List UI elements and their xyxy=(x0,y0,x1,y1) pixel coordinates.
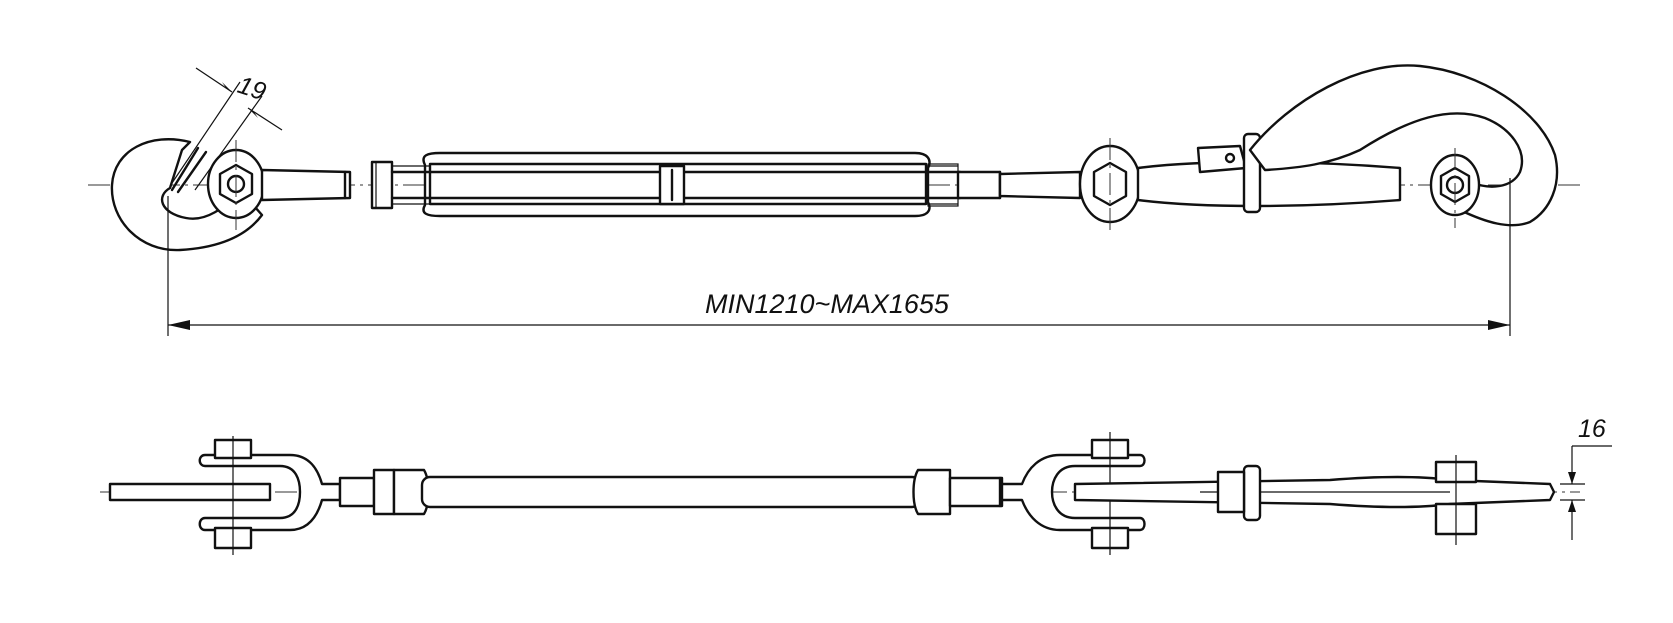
latch-pin xyxy=(1224,152,1236,164)
length-arrow-right xyxy=(1488,320,1510,330)
right-rod-extension xyxy=(998,170,1082,200)
bottom-left-rod xyxy=(338,476,376,508)
bottom-left-lock-nut xyxy=(372,468,396,516)
thickness-dimension: 16 xyxy=(1560,415,1612,540)
bottom-view: 16 xyxy=(100,415,1612,555)
left-hook xyxy=(110,138,264,252)
left-strap xyxy=(108,482,272,502)
left-fork xyxy=(198,453,342,532)
left-hook-slot xyxy=(170,146,208,194)
right-hook xyxy=(1248,64,1559,227)
bottom-body-right-collar xyxy=(912,468,952,516)
left-lock-nut xyxy=(370,160,394,210)
top-view: 19 MIN1210~MAX1655 xyxy=(88,64,1580,336)
overall-length-label: MIN1210~MAX1655 xyxy=(705,289,950,319)
overall-length-dimension: MIN1210~MAX1655 xyxy=(167,178,1511,336)
bottom-right-rod xyxy=(948,476,1004,508)
length-arrow-left xyxy=(168,320,190,330)
right-rod xyxy=(956,170,1002,200)
bottom-latch-collar xyxy=(1242,464,1262,522)
left-thread xyxy=(392,165,430,205)
right-fork xyxy=(1000,453,1146,532)
thickness-label: 16 xyxy=(1578,415,1606,443)
bottom-body-tube xyxy=(420,475,922,509)
safety-latch xyxy=(1196,144,1248,174)
hook-opening-label: 19 xyxy=(234,71,269,106)
left-rod xyxy=(260,168,352,202)
bottom-latch-block xyxy=(1216,470,1246,514)
